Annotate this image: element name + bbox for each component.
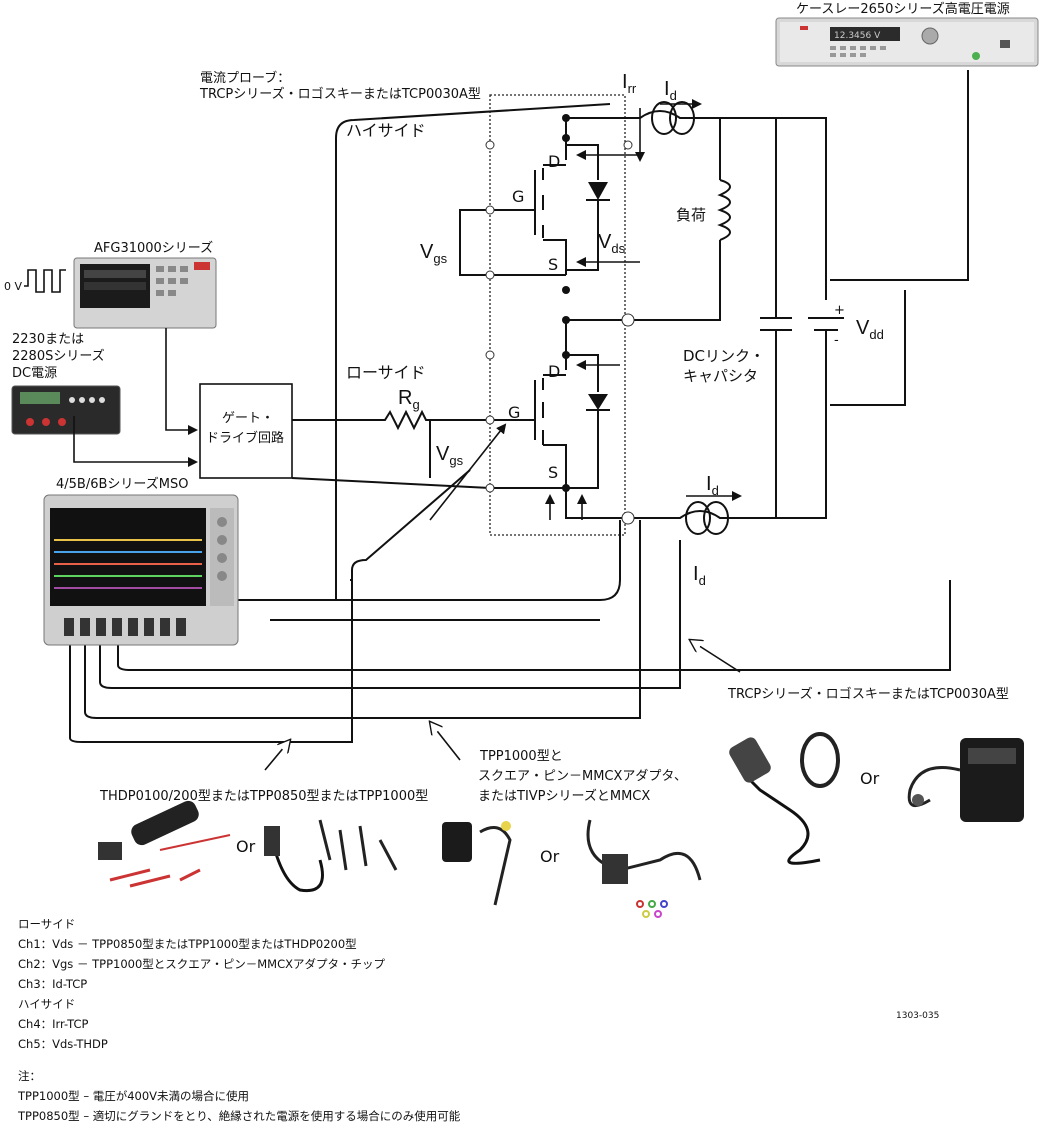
id-probe-label: Id xyxy=(693,563,706,588)
mso-label: 4/5B/6BシリーズMSO xyxy=(56,476,188,492)
keithley-2650-instrument: 12.3456 V xyxy=(775,17,1039,67)
tivp-probe-image xyxy=(586,819,702,918)
hs-d-label: D xyxy=(548,152,560,171)
current-probe-coils xyxy=(651,101,729,535)
note-line: 注： xyxy=(18,1069,41,1083)
probe-top-label-2: TRCPシリーズ・ロゴスキーまたはTCP0030A型 xyxy=(199,86,481,102)
zero-v-label: 0 V xyxy=(4,280,22,293)
ls-s-label: S xyxy=(548,463,558,482)
vgs-high-label: Vgs xyxy=(420,241,448,266)
dc-supply-label-3: DC電源 xyxy=(12,366,57,381)
trcp-probe-image xyxy=(729,732,840,865)
thdp-label: THDP0100/200型またはTPP0850型またはTPP1000型 xyxy=(99,789,428,804)
tpp1000-probe-image xyxy=(442,821,512,906)
pulse-waveform xyxy=(24,269,66,293)
id-bottom-label: Id xyxy=(706,473,719,498)
note-line: ローサイド xyxy=(18,917,76,931)
figure-number: 1303-035 xyxy=(896,1011,939,1021)
channel-notes: ローサイド Ch1：Vds － TPP0850型またはTPP1000型またはTH… xyxy=(18,914,385,1054)
junctions xyxy=(562,114,570,492)
gate-drive-label-1: ゲート・ xyxy=(222,411,274,426)
dc-supply-label-2: 2280Sシリーズ xyxy=(12,348,105,364)
vdd-label: Vdd xyxy=(856,317,884,342)
rg-resistor xyxy=(292,409,495,431)
gate-drive-return xyxy=(291,420,566,489)
high-side-mosfet xyxy=(459,118,610,276)
note-line: Ch5：Vds-THDP xyxy=(18,1037,108,1051)
gate-drive-block xyxy=(199,383,293,479)
ls-d-label: D xyxy=(548,362,560,381)
or-label-2: Or xyxy=(236,837,256,856)
test-points xyxy=(485,140,635,525)
probe-region-dotted xyxy=(489,94,626,536)
vgs-low-label: Vgs xyxy=(436,443,464,468)
usage-notes: 注： TPP1000型 – 電圧が400V未満の場合に使用 TPP0850型 –… xyxy=(18,1066,460,1126)
tcp0030a-probe-image xyxy=(907,738,1024,822)
vds-label: Vds xyxy=(598,231,626,256)
hs-g-label: G xyxy=(512,187,524,206)
mso-oscilloscope xyxy=(43,494,239,646)
high-side-label: ハイサイド xyxy=(346,121,426,140)
minus-label: - xyxy=(834,333,839,348)
load-label: 負荷 xyxy=(676,206,706,224)
tpp-label-3: またはTIVPシリーズとMMCX xyxy=(478,788,650,804)
trcp-probe-label: TRCPシリーズ・ロゴスキーまたはTCP0030A型 xyxy=(727,686,1009,702)
plus-label: + xyxy=(834,303,845,318)
power-rails xyxy=(565,70,969,519)
afg-label: AFG31000シリーズ xyxy=(94,240,213,256)
rg-label: Rg xyxy=(398,387,420,412)
hs-s-label: S xyxy=(548,255,558,274)
dc-power-supply xyxy=(11,385,121,435)
dc-link-capacitor xyxy=(760,317,844,331)
low-side-label: ローサイド xyxy=(346,363,426,382)
note-line: Ch1：Vds － TPP0850型またはTPP1000型またはTHDP0200… xyxy=(18,937,357,951)
note-line: Ch3：Id-TCP xyxy=(18,977,88,991)
dc-link-label-1: DCリンク・ xyxy=(683,347,765,365)
dc-supply-label-1: 2230または xyxy=(12,332,84,347)
note-line: TPP0850型 – 適切にグランドをとり、絶縁された電源を使用する場合にのみ使… xyxy=(18,1109,461,1123)
probe-cables xyxy=(69,103,951,743)
svg-text:12.3456 V: 12.3456 V xyxy=(834,31,881,41)
tpp-label-2: スクエア・ピン－MMCXアダプタ、 xyxy=(478,769,687,784)
note-line: ハイサイド xyxy=(18,997,76,1011)
gate-drive-label-2: ドライブ回路 xyxy=(206,430,284,446)
load-inductor xyxy=(717,179,731,241)
note-line: Ch4：Irr-TCP xyxy=(18,1017,89,1031)
note-line: Ch2：Vgs － TPP1000型とスクエア・ピン－MMCXアダプタ・チップ xyxy=(18,957,386,971)
or-label-1: Or xyxy=(860,769,880,788)
tpp-label-1: TPP1000型と xyxy=(479,749,563,764)
irr-label: Irr xyxy=(622,71,637,96)
keithley-label: ケースレー2650シリーズ高電圧電源 xyxy=(796,1,1010,17)
ls-g-label: G xyxy=(508,403,520,422)
note-line: TPP1000型 – 電圧が400V未満の場合に使用 xyxy=(18,1089,250,1103)
thdp-probe-image xyxy=(98,800,231,888)
id-top-label: Id xyxy=(664,78,677,103)
afg31000-instrument xyxy=(73,257,217,329)
dc-link-label-2: キャパシタ xyxy=(683,367,758,385)
or-label-3: Or xyxy=(540,847,560,866)
tpp0850-probe-image xyxy=(264,819,398,893)
gate-drive-inputs xyxy=(73,328,330,467)
probe-top-label-1: 電流プローブ： xyxy=(200,70,290,86)
